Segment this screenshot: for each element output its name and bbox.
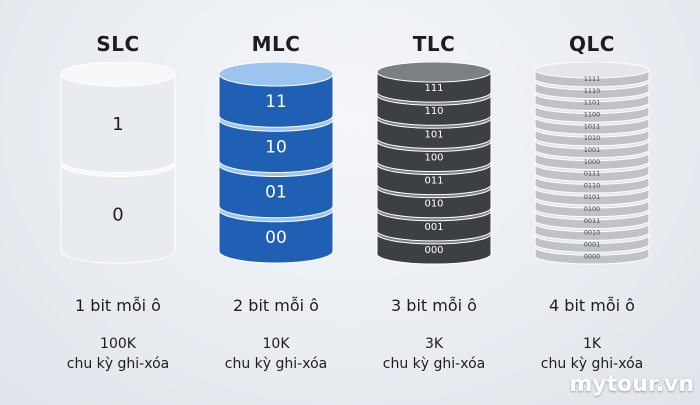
- tlc-level-label: 111: [424, 83, 443, 94]
- tlc-level-label: 001: [424, 222, 443, 233]
- qlc-level-label: 1100: [584, 111, 601, 119]
- cycles-value-slc: 100K: [100, 336, 136, 352]
- tlc-level-label: 110: [424, 106, 443, 117]
- tlc-level-label: 000: [424, 245, 443, 256]
- qlc-level-label: 1011: [584, 122, 601, 130]
- qlc-level-label: 0100: [584, 205, 601, 213]
- tlc-cell-stack: 000 001 010 011 100 101 110 111: [376, 62, 492, 265]
- qlc-level-label: 1010: [584, 134, 601, 142]
- qlc-level-label: 0010: [584, 229, 601, 237]
- tlc-level-label: 010: [424, 199, 443, 210]
- title-mlc: MLC: [251, 32, 301, 56]
- slc-cell-stack: 01: [60, 62, 176, 264]
- title-slc: SLC: [96, 32, 140, 56]
- tlc-level-disc: 111: [376, 62, 492, 103]
- tlc-level-label: 011: [424, 176, 443, 187]
- slc-level-label: 1: [112, 114, 123, 135]
- cycles-value-qlc: 1K: [582, 336, 602, 352]
- qlc-level-label: 0101: [584, 193, 601, 201]
- bits-per-cell-qlc: 4 bit mỗi ô: [549, 296, 635, 315]
- mlc-level-label: 10: [265, 137, 287, 157]
- cycles-value-mlc: 10K: [262, 336, 290, 352]
- qlc-level-label: 1001: [584, 146, 601, 154]
- cycles-mlc: 10K chu kỳ ghi-xóa: [196, 334, 356, 374]
- qlc-level-disc: 1111: [534, 62, 650, 88]
- mlc-cell-stack: 00 01 10 11: [218, 62, 334, 264]
- qlc-level-label: 1111: [584, 75, 601, 83]
- cycles-value-tlc: 3K: [424, 336, 444, 352]
- tlc-level-label: 100: [424, 152, 443, 163]
- cycles-label-qlc: chu kỳ ghi-xóa: [540, 356, 644, 372]
- tlc-level-label: 101: [424, 129, 443, 140]
- slc-level-disc: 1: [60, 62, 176, 173]
- slc-level-label: 0: [112, 205, 123, 226]
- mlc-level-label: 11: [265, 92, 287, 112]
- mytour-logo: mytour.vn: [569, 372, 694, 397]
- bits-per-cell-mlc: 2 bit mỗi ô: [233, 296, 319, 315]
- cycles-tlc: 3K chu kỳ ghi-xóa: [354, 334, 514, 374]
- cycles-label-mlc: chu kỳ ghi-xóa: [224, 356, 328, 372]
- qlc-level-label: 0110: [584, 181, 601, 189]
- bits-per-cell-tlc: 3 bit mỗi ô: [391, 296, 477, 315]
- mlc-level-disc: 11: [218, 62, 334, 128]
- mlc-level-label: 01: [265, 183, 287, 203]
- qlc-level-label: 0111: [584, 170, 601, 178]
- cycles-label-slc: chu kỳ ghi-xóa: [66, 356, 170, 372]
- qlc-level-label: 1101: [584, 99, 601, 107]
- title-qlc: QLC: [569, 32, 615, 56]
- qlc-level-label: 1110: [584, 87, 601, 95]
- qlc-cell-stack: 0000 0001 0010 0011 0100 0101 0110 0111 1000 1001…: [534, 62, 650, 265]
- bits-per-cell-slc: 1 bit mỗi ô: [75, 296, 161, 315]
- qlc-level-label: 0011: [584, 217, 601, 225]
- cycles-qlc: 1K chu kỳ ghi-xóa: [512, 334, 672, 374]
- cycles-slc: 100K chu kỳ ghi-xóa: [38, 334, 198, 374]
- qlc-level-label: 0001: [584, 240, 601, 248]
- qlc-level-label: 0000: [584, 252, 601, 260]
- qlc-level-label: 1000: [584, 158, 601, 166]
- title-tlc: TLC: [412, 32, 456, 56]
- cycles-label-tlc: chu kỳ ghi-xóa: [382, 356, 486, 372]
- mlc-level-label: 00: [265, 228, 287, 248]
